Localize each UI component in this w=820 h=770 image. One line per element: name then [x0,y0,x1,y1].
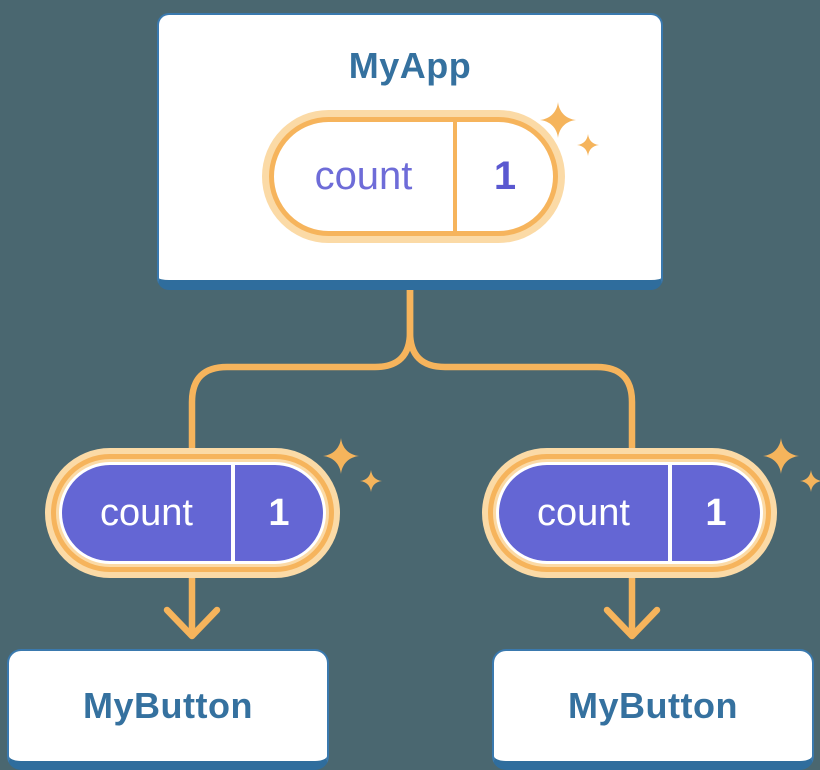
state-pill-name: count [274,122,457,231]
branch-left-line [188,285,414,462]
prop-pill-left: count 1 [45,448,340,578]
state-pill-value: 1 [493,154,517,198]
prop-pill-left-name: count [62,465,235,561]
child-component-card-right: MyButton [492,649,814,770]
prop-pill-left-ring: count 1 [51,454,334,572]
state-pill: count 1 [262,110,565,243]
child-card-right-title: MyButton [568,685,738,726]
child-card-left-title: MyButton [83,685,253,726]
prop-pill-left-body: count 1 [59,462,326,564]
prop-pill-right-name: count [499,465,672,561]
arrow-right-head [603,606,661,640]
state-pill-ring: count 1 [269,117,558,236]
prop-pill-right-ring: count 1 [488,454,771,572]
branch-right-line [406,285,636,462]
arrow-left-head [163,606,221,640]
prop-pill-right: count 1 [482,448,777,578]
prop-pill-left-value: 1 [268,491,290,534]
root-card-title: MyApp [348,45,472,86]
prop-pill-right-body: count 1 [496,462,763,564]
prop-pill-right-value: 1 [705,491,727,534]
child-component-card-left: MyButton [7,649,329,770]
